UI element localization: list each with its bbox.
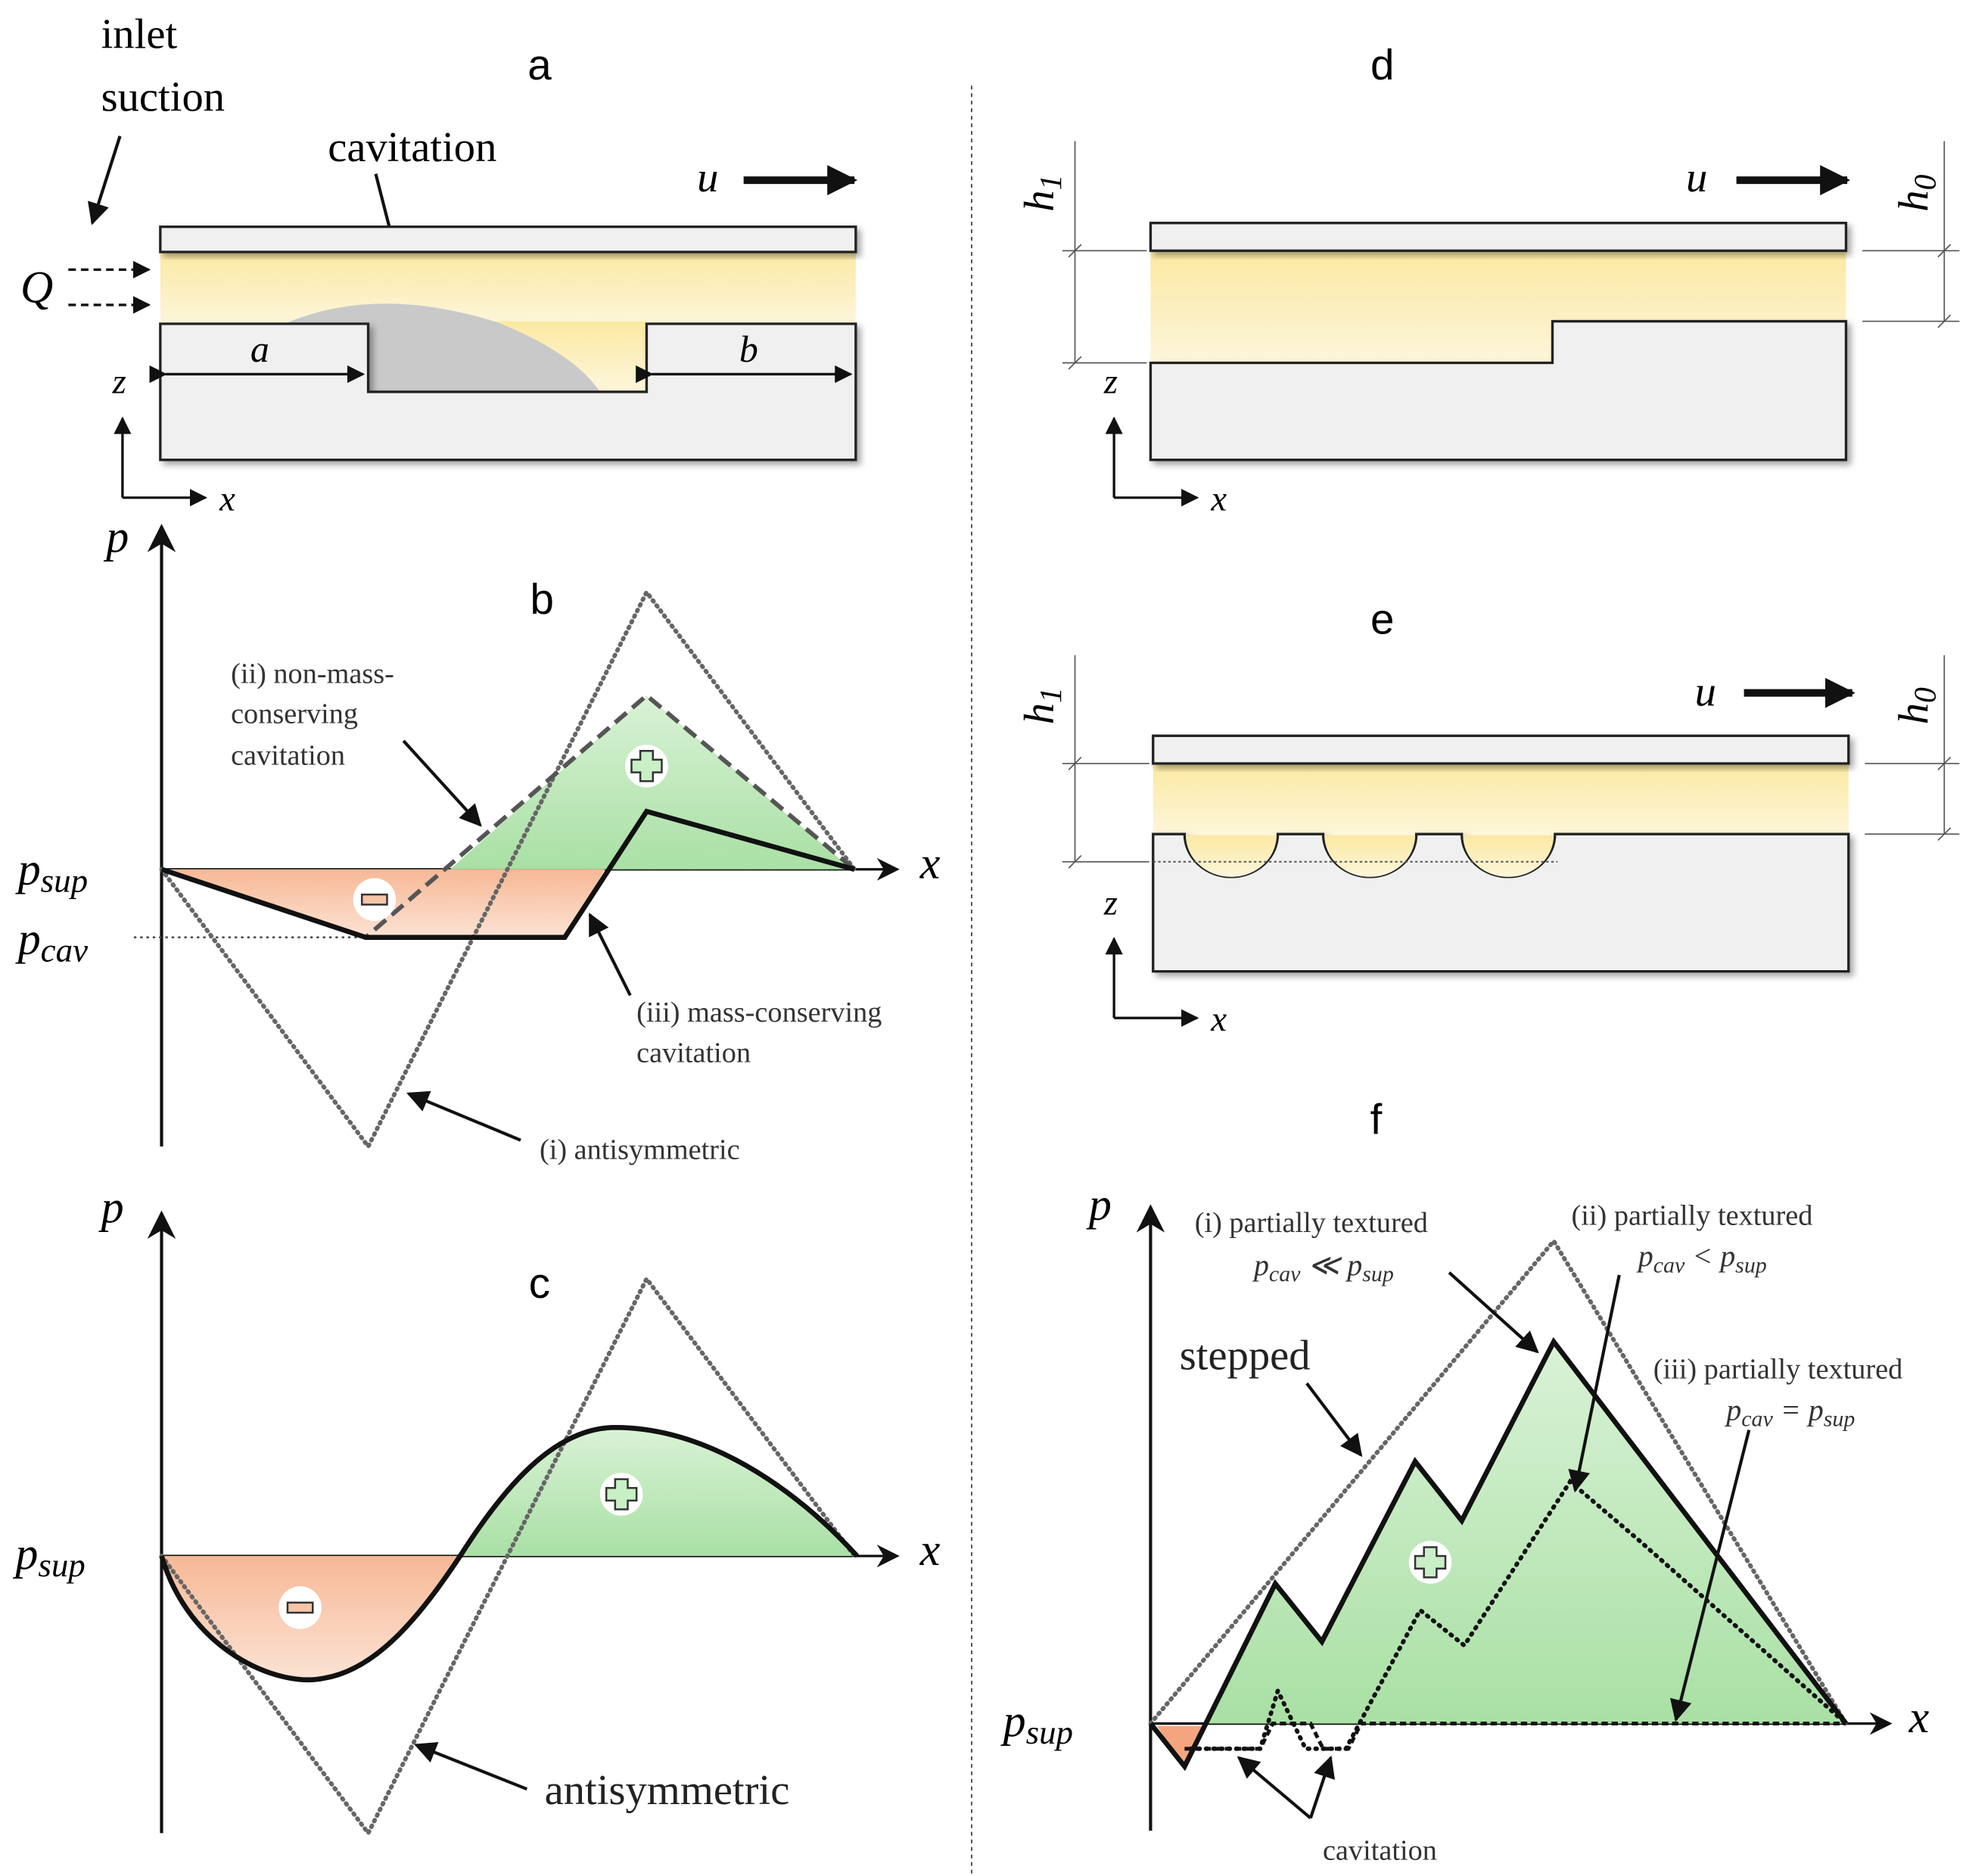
u-label: u xyxy=(1686,154,1707,201)
curve-i-antisymmetric xyxy=(159,587,857,1151)
curve-iii-partially-textured xyxy=(1184,1722,1846,1751)
fluid-film xyxy=(160,251,856,325)
h0-dimension xyxy=(1862,141,1960,328)
inlet-label: inlet xyxy=(101,11,178,58)
cavitation-region xyxy=(287,303,600,392)
top-plate xyxy=(159,226,857,254)
positive-region xyxy=(460,1427,857,1557)
annotation-ii-arrow xyxy=(402,739,482,827)
u-label: u xyxy=(697,154,718,201)
panel-a-label: a xyxy=(527,41,552,89)
curve-i-partially-textured xyxy=(1148,1336,1849,1772)
h1-dimension xyxy=(1062,141,1147,370)
p-label: p xyxy=(98,1182,124,1232)
annotation-i: (i) antisymmetric xyxy=(540,1134,740,1166)
step-solid xyxy=(1149,319,1848,462)
panel-b: b p x psup pcav (ii) non-mass- conservin… xyxy=(15,512,941,1165)
fluid-film xyxy=(1153,763,1849,837)
psup-label: psup xyxy=(12,1529,85,1584)
h0-label: h0 xyxy=(1891,174,1943,211)
Q-label: Q xyxy=(20,263,53,313)
z-label: z xyxy=(1103,884,1118,923)
panel-b-label: b xyxy=(530,575,554,623)
annotation-iii-formula: pcav = psup xyxy=(1724,1392,1855,1431)
annotation-antisymmetric: antisymmetric xyxy=(545,1767,790,1814)
plus-icon xyxy=(1414,1546,1447,1579)
panel-f-label: f xyxy=(1370,1095,1383,1143)
inlet-arrow xyxy=(88,135,122,226)
curve-ii-non-mass-conserving xyxy=(160,692,857,940)
cavitation-arrow-2 xyxy=(1308,1755,1336,1819)
annotation-i-arrow xyxy=(406,1090,521,1142)
z-label: z xyxy=(112,362,126,401)
positive-region xyxy=(1207,1342,1843,1724)
annotation-iii-arrow xyxy=(1669,1430,1751,1722)
psup-label: psup xyxy=(15,845,88,900)
annotation-ii: (ii) partially textured xyxy=(1571,1199,1812,1231)
p-label: p xyxy=(103,512,129,562)
top-plate xyxy=(1152,734,1850,765)
curve-stepped xyxy=(1148,1237,1849,1726)
minus-icon xyxy=(360,893,388,906)
stepped-arrow xyxy=(1305,1382,1363,1458)
curve-smooth xyxy=(159,1424,859,1683)
annotation-iii: (iii) mass-conserving cavitation xyxy=(636,997,889,1069)
panel-c: c p x psup antisymmetric xyxy=(12,1182,941,1837)
x-label: x xyxy=(219,479,235,518)
annotation-i-arrow xyxy=(1448,1271,1539,1354)
stepped-label: stepped xyxy=(1180,1333,1311,1380)
plus-icon xyxy=(630,750,663,782)
annotation-arrow xyxy=(414,1742,528,1791)
curve-ii-partially-textured xyxy=(1188,1478,1849,1751)
negative-region xyxy=(1156,1725,1205,1767)
u-label: u xyxy=(1695,668,1716,715)
cavitation-arrow-1 xyxy=(1237,1756,1312,1820)
dim-a-label: a xyxy=(250,328,269,370)
annotation-ii-arrow xyxy=(1568,1274,1621,1493)
pcav-label: pcav xyxy=(15,913,88,969)
h0-label: h0 xyxy=(1891,687,1943,724)
x-label: x xyxy=(1210,1000,1227,1039)
x-label: x xyxy=(919,838,941,888)
x-label: x xyxy=(1908,1692,1930,1742)
panel-f: f p x psup stepped (i) partially texture… xyxy=(1000,1095,1930,1866)
psup-label: psup xyxy=(1000,1696,1073,1751)
annotation-i: (i) partially textured xyxy=(1195,1207,1428,1239)
cavitation-label: cavitation xyxy=(1323,1834,1437,1866)
panel-c-label: c xyxy=(529,1259,550,1307)
annotation-ii: (ii) non-mass- conserving cavitation xyxy=(231,658,401,771)
panel-d: d u h1 h0 z x xyxy=(1016,41,1960,518)
bottom-solid xyxy=(159,322,857,462)
curve-iii-mass-conserving xyxy=(160,808,856,940)
h0-dimension xyxy=(1865,655,1960,842)
x-label: x xyxy=(1210,479,1227,518)
annotation-ii-formula: pcav < psup xyxy=(1636,1239,1767,1277)
dim-b-label: b xyxy=(739,328,758,370)
minus-icon xyxy=(286,1601,314,1614)
suction-label: suction xyxy=(101,74,225,121)
cavitation-label: cavitation xyxy=(328,124,496,171)
annotation-iii-arrow xyxy=(588,913,632,997)
annotation-iii: (iii) partially textured xyxy=(1653,1353,1903,1385)
panel-e-label: e xyxy=(1370,595,1394,642)
curve-antisymmetric-dotted xyxy=(159,1274,857,1837)
dimples-fluid xyxy=(1186,835,1554,877)
h1-label: h1 xyxy=(1016,687,1069,724)
x-label: x xyxy=(919,1525,941,1575)
h1-label: h1 xyxy=(1016,175,1069,212)
z-label: z xyxy=(1103,362,1118,401)
plus-icon xyxy=(605,1478,638,1510)
p-label: p xyxy=(1086,1180,1112,1230)
top-plate xyxy=(1149,222,1848,252)
panel-d-label: d xyxy=(1370,41,1394,89)
panel-a: a inlet suction cavitation u Q a b z x xyxy=(20,11,858,518)
h1-dimension xyxy=(1062,655,1149,869)
panel-e: e u h1 h0 z x xyxy=(1016,595,1960,1039)
annotation-i-formula: pcav ≪ psup xyxy=(1252,1248,1394,1286)
